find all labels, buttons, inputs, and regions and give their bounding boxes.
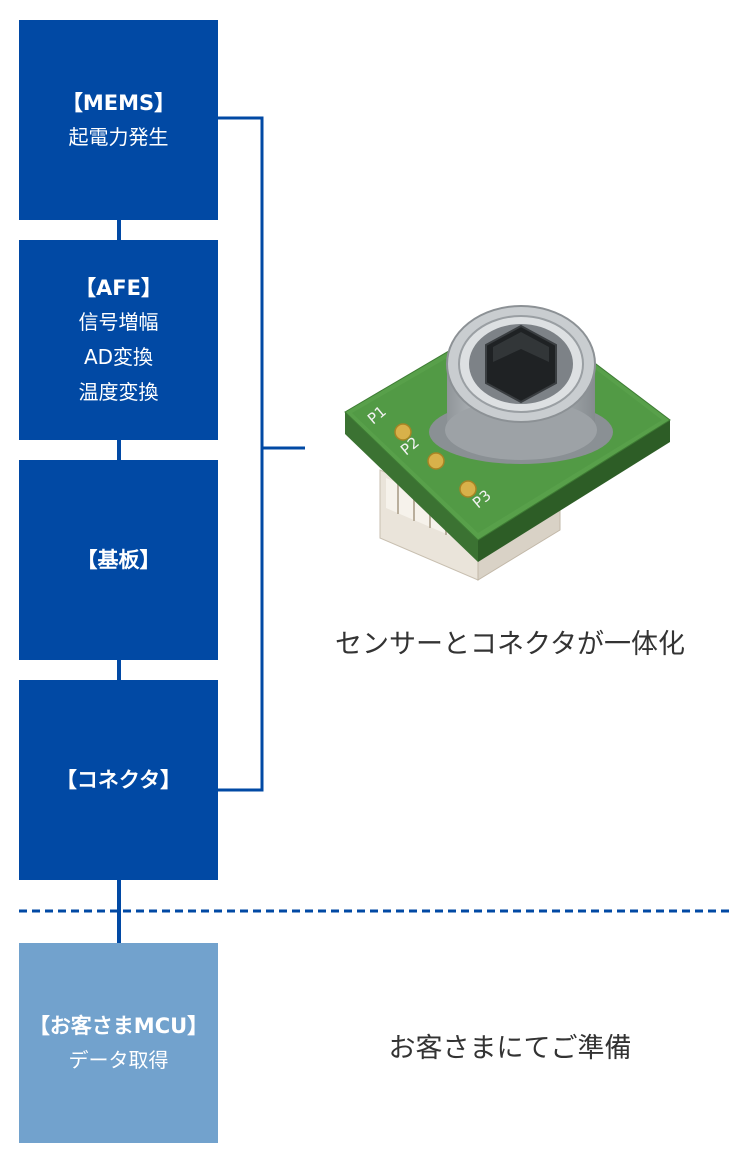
connector-block: 【コネクタ】 [19, 680, 218, 880]
customer-caption: お客さまにてご準備 [388, 1033, 632, 1064]
mems-line: 起電力発生 [68, 124, 169, 149]
afe-line-temp: 温度変換 [78, 379, 159, 404]
afe-block: 【AFE】 信号増幅 AD変換 温度変換 [19, 240, 218, 440]
connector-title: 【コネクタ】 [55, 768, 182, 792]
pad-p3 [459, 480, 477, 498]
grouping-bracket [218, 116, 264, 792]
afe-title: 【AFE】 [75, 275, 162, 300]
customer-mcu-line: データ取得 [68, 1047, 169, 1072]
board-block: 【基板】 [19, 460, 218, 660]
sensor-can [429, 305, 613, 464]
board-title: 【基板】 [76, 548, 161, 572]
mems-title: 【MEMS】 [61, 90, 176, 115]
afe-line-amplify: 信号増幅 [78, 309, 159, 334]
pad-p1 [394, 423, 412, 441]
customer-mcu-title: 【お客さまMCU】 [28, 1013, 209, 1038]
sensor-caption: センサーとコネクタが一体化 [335, 629, 685, 660]
sensor-module-image: P1 P2 P3 [344, 305, 671, 581]
customer-mcu-block: 【お客さまMCU】 データ取得 [19, 943, 218, 1143]
pad-p2 [427, 452, 445, 470]
afe-line-ad: AD変換 [83, 344, 154, 369]
mems-block: 【MEMS】 起電力発生 [19, 20, 218, 220]
